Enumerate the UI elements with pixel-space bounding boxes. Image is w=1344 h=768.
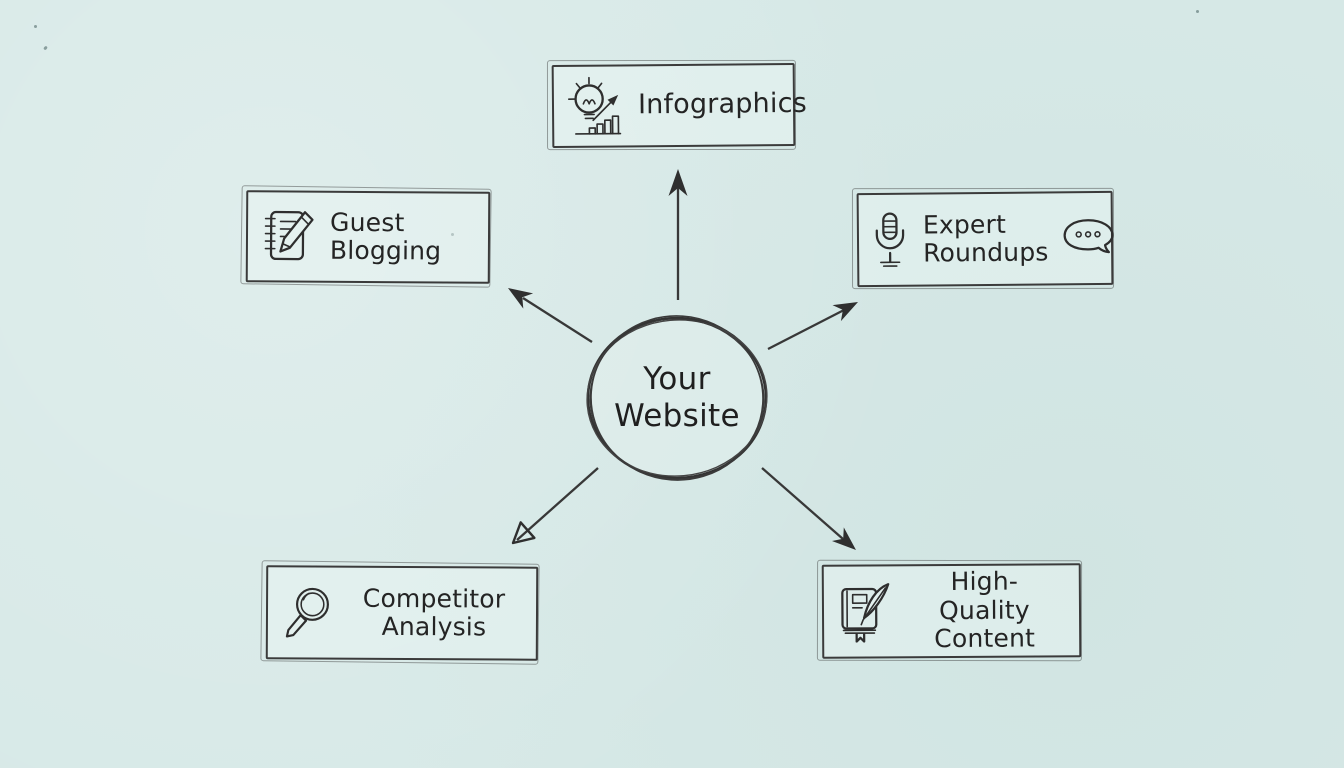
node-label: Competitor Analysis: [348, 583, 520, 642]
node-label: Expert Roundups: [922, 209, 1049, 268]
center-node-your-website: Your Website: [584, 313, 770, 483]
node-infographics: Infographics: [551, 62, 807, 149]
node-label-line2: Content: [934, 623, 1036, 654]
lightbulb-bar-chart-icon: [564, 75, 627, 138]
paper-speck: [34, 25, 37, 28]
microphone-icon: [869, 210, 912, 270]
arrow-to-guest-blogging: [508, 288, 593, 343]
node-label: Guest Blogging: [329, 207, 442, 266]
node-label-line2: Roundups: [922, 237, 1049, 268]
arrow-to-expert-roundups: [767, 302, 858, 351]
notebook-pencil-icon: [258, 206, 318, 266]
speech-bubble-icon: [1060, 215, 1120, 262]
node-label-line1: Guest: [330, 207, 405, 237]
center-label-line2: Website: [614, 398, 740, 434]
book-quill-icon: [834, 580, 894, 643]
node-label: High-Quality Content: [906, 566, 1064, 654]
node-high-quality-content: High-Quality Content: [821, 563, 1082, 659]
node-competitor-analysis: Competitor Analysis: [265, 565, 539, 661]
node-label-line2: Analysis: [381, 611, 487, 642]
paper-speck: [43, 45, 48, 51]
arrow-to-infographics: [668, 169, 688, 300]
arrow-to-high-quality-content: [761, 467, 856, 550]
magnifying-glass-icon: [278, 581, 336, 643]
paper-speck: [1196, 10, 1199, 13]
center-label-line1: Your: [643, 361, 711, 398]
node-label-line1: Competitor: [362, 583, 506, 614]
node-label-line2: Blogging: [329, 235, 442, 266]
node-expert-roundups: Expert Roundups: [856, 190, 1115, 288]
node-label-line1: High-Quality: [939, 566, 1030, 625]
node-label: Infographics: [637, 87, 808, 121]
node-guest-blogging: Guest Blogging: [245, 190, 491, 284]
node-label-line1: Expert: [922, 209, 1007, 240]
center-label: Your Website: [584, 313, 770, 483]
sketch-circle: [586, 315, 768, 481]
